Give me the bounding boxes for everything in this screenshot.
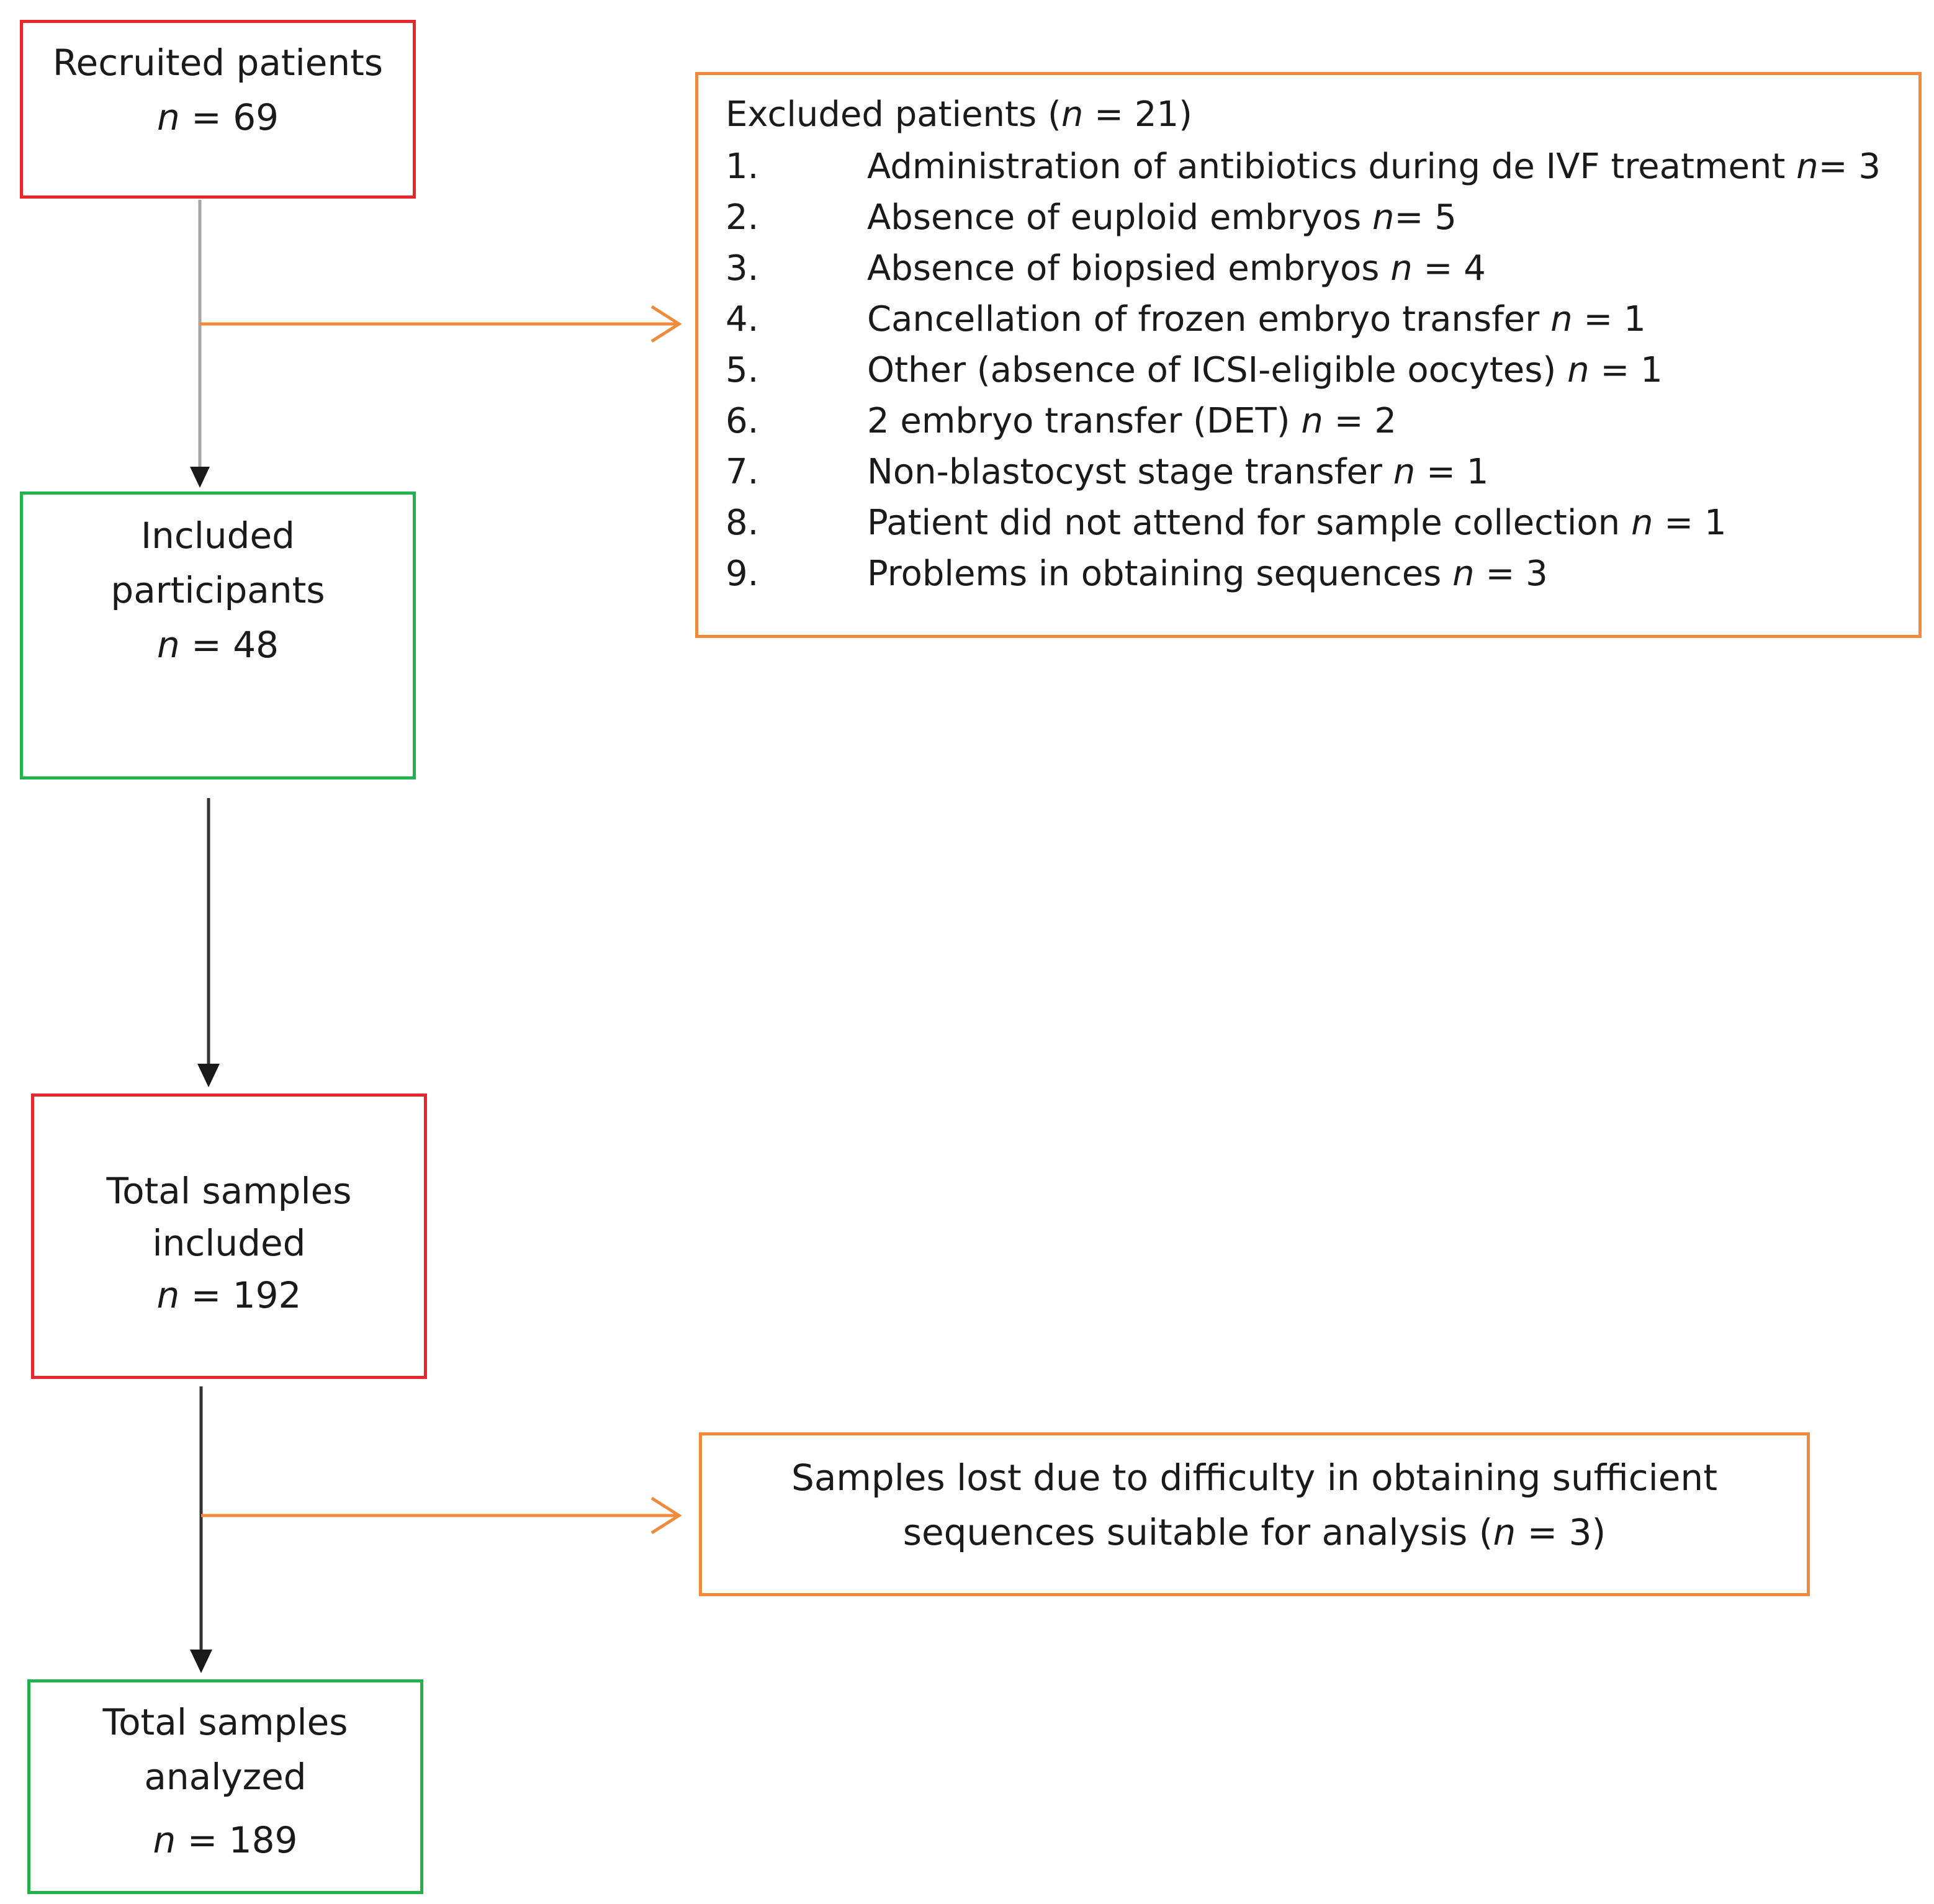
analyzed-count: n = 189 xyxy=(153,1813,298,1867)
item-reason: Cancellation of frozen embryo transfer xyxy=(867,299,1551,339)
excluded-patients-box: Excluded patients (n = 21) 1.Administrat… xyxy=(695,72,1922,638)
n-symbol: n xyxy=(156,1274,180,1316)
n-symbol: n xyxy=(1550,299,1573,339)
item-reason: Absence of euploid embryos xyxy=(867,197,1372,238)
item-number: 5. xyxy=(726,349,759,390)
item-count: = 2 xyxy=(1323,400,1397,441)
n-symbol: n xyxy=(1393,451,1416,492)
item-text: Patient did not attend for sample collec… xyxy=(867,503,1727,543)
item-reason: Patient did not attend for sample collec… xyxy=(867,502,1631,543)
excluded-reason-item: 7. Non-blastocyst stage transfer n = 1 xyxy=(726,446,1918,497)
recruited-n-value: = 69 xyxy=(179,96,279,138)
item-number: 9. xyxy=(726,553,759,594)
item-number: 8. xyxy=(726,502,759,543)
n-symbol: n xyxy=(1372,197,1395,238)
excluded-title-count: = 21) xyxy=(1083,94,1192,135)
lost-line2: sequences suitable for analysis (n = 3) xyxy=(903,1505,1606,1560)
excluded-reason-item: 2. Absence of euploid embryos n= 5 xyxy=(726,192,1918,243)
excluded-title-text: Excluded patients ( xyxy=(726,94,1061,135)
excluded-reason-item: 3. Absence of biopsied embryos n = 4 xyxy=(726,243,1918,294)
item-number: 7. xyxy=(726,451,759,492)
total-samples-analyzed-box: Total samples analyzed n = 189 xyxy=(27,1679,423,1894)
excluded-reason-item: 9. Problems in obtaining sequences n = 3 xyxy=(726,548,1918,599)
samples-lost-box: Samples lost due to difficulty in obtain… xyxy=(699,1432,1810,1596)
arrowhead-lost xyxy=(650,1496,682,1535)
lost-line2-text: sequences suitable for analysis ( xyxy=(902,1511,1493,1553)
n-symbol: n xyxy=(1301,400,1323,441)
excluded-reason-item: 6. 2 embryo transfer (DET) n = 2 xyxy=(726,395,1918,446)
item-text: Cancellation of frozen embryo transfer n… xyxy=(867,299,1646,339)
arrowhead-included xyxy=(190,467,210,488)
lost-count: = 3) xyxy=(1516,1511,1606,1553)
arrowhead-analyzed xyxy=(190,1650,212,1673)
item-number: 3. xyxy=(726,248,759,289)
samples-count: n = 192 xyxy=(157,1269,302,1321)
item-number: 4. xyxy=(726,299,759,339)
item-text: Problems in obtaining sequences n = 3 xyxy=(867,554,1548,594)
n-symbol: n xyxy=(1796,146,1819,187)
n-symbol: n xyxy=(1061,94,1084,135)
item-number: 6. xyxy=(726,400,759,441)
n-symbol: n xyxy=(1452,553,1475,594)
total-samples-included-box: Total samples included n = 192 xyxy=(31,1093,427,1379)
recruited-label: Recruited patients xyxy=(52,42,384,84)
item-text: Administration of antibiotics during de … xyxy=(867,146,1881,187)
item-count: = 3 xyxy=(1818,146,1881,187)
samples-n-value: = 192 xyxy=(179,1274,302,1316)
item-reason: Other (absence of ICSI-eligible oocytes) xyxy=(867,349,1568,390)
included-participants-box: Included participants n = 48 xyxy=(20,492,416,779)
item-count: = 1 xyxy=(1589,349,1663,390)
n-symbol: n xyxy=(1493,1511,1516,1553)
item-text: 2 embryo transfer (DET) n = 2 xyxy=(867,401,1397,441)
included-count: n = 48 xyxy=(157,617,279,672)
n-symbol: n xyxy=(156,96,180,138)
included-n-value: = 48 xyxy=(179,624,279,666)
item-count: = 4 xyxy=(1412,248,1486,289)
n-symbol: n xyxy=(1630,502,1653,543)
item-text: Non-blastocyst stage transfer n = 1 xyxy=(867,452,1488,492)
n-symbol: n xyxy=(156,624,180,666)
included-line1: Included xyxy=(141,514,295,557)
n-symbol: n xyxy=(153,1819,176,1861)
excluded-reasons-list: 1. Administration of antibiotics during d… xyxy=(726,141,1918,599)
item-text: Absence of euploid embryos n= 5 xyxy=(867,197,1457,238)
item-text: Other (absence of ICSI-eligible oocytes)… xyxy=(867,350,1663,390)
included-line2: participants xyxy=(110,569,325,611)
item-text: Absence of biopsied embryos n = 4 xyxy=(867,248,1486,289)
analyzed-n-value: = 189 xyxy=(176,1819,298,1861)
item-count: = 3 xyxy=(1474,553,1548,594)
samples-line2: included xyxy=(152,1222,306,1264)
item-number: 2. xyxy=(726,197,759,238)
recruited-patients-box: Recruited patients n = 69 xyxy=(20,20,416,199)
item-count: = 5 xyxy=(1394,197,1457,238)
item-reason: Problems in obtaining sequences xyxy=(867,553,1453,594)
n-symbol: n xyxy=(1567,349,1590,390)
excluded-reason-item: 5. Other (absence of ICSI-eligible oocyte… xyxy=(726,344,1918,395)
excluded-reason-item: 4. Cancellation of frozen embryo transfer… xyxy=(726,294,1918,344)
analyzed-line1: Total samples xyxy=(102,1701,348,1743)
item-count: = 1 xyxy=(1653,502,1727,543)
item-count: = 1 xyxy=(1572,299,1646,339)
item-number: 1. xyxy=(726,146,759,187)
item-reason: Administration of antibiotics during de … xyxy=(867,146,1797,187)
excluded-reason-item: 1. Administration of antibiotics during d… xyxy=(726,141,1918,192)
samples-line1: Total samples xyxy=(106,1170,352,1212)
item-reason: 2 embryo transfer (DET) xyxy=(867,400,1302,441)
item-reason: Absence of biopsied embryos xyxy=(867,248,1391,289)
item-reason: Non-blastocyst stage transfer xyxy=(867,451,1393,492)
lost-line1: Samples lost due to difficulty in obtain… xyxy=(791,1457,1717,1499)
item-count: = 1 xyxy=(1415,451,1489,492)
arrowhead-samples xyxy=(197,1064,220,1087)
recruited-count: n = 69 xyxy=(157,90,279,145)
excluded-reason-item: 8. Patient did not attend for sample coll… xyxy=(726,497,1918,548)
excluded-title: Excluded patients (n = 21) xyxy=(726,89,1918,141)
analyzed-line2: analyzed xyxy=(144,1756,307,1798)
arrowhead-excluded xyxy=(650,305,682,343)
n-symbol: n xyxy=(1390,248,1413,289)
